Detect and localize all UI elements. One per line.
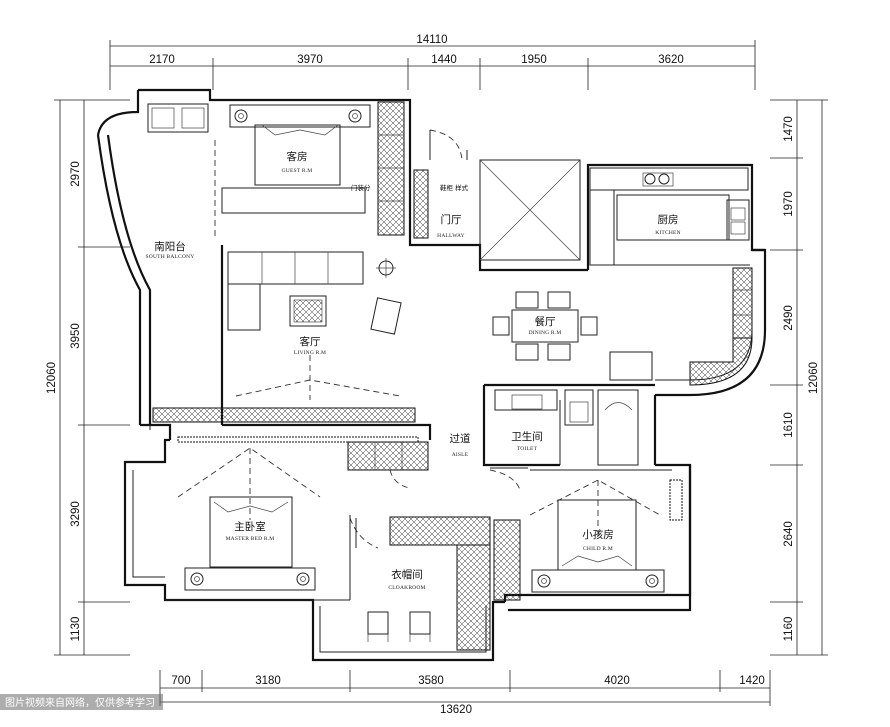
right-dimensions: 1470 1970 2490 1610 2640 1160 12060 bbox=[770, 99, 828, 656]
doors bbox=[349, 129, 528, 549]
dim-top-5: 3620 bbox=[658, 54, 684, 66]
left-dimensions: 12060 2970 3950 3290 1130 bbox=[46, 99, 130, 656]
child-room-label-en: CHILD R.M bbox=[583, 546, 613, 552]
aisle-label-en: AISLE bbox=[452, 452, 469, 458]
guest-room-furniture bbox=[147, 103, 371, 214]
living-label: 客厅 bbox=[300, 335, 321, 348]
dim-top-3: 1440 bbox=[431, 54, 457, 66]
master-bed-label: 主卧室 bbox=[234, 520, 266, 533]
master-bedroom-furniture bbox=[165, 436, 419, 601]
cloakroom-label: 衣帽间 bbox=[391, 568, 423, 581]
dim-right-2: 1970 bbox=[783, 191, 795, 217]
dim-right-3: 2490 bbox=[783, 305, 795, 331]
dim-bottom-2: 3180 bbox=[255, 675, 281, 687]
cloakroom-label-en: CLOAKROOM bbox=[388, 585, 425, 591]
child-room-label: 小孩房 bbox=[582, 528, 614, 541]
aisle-label: 过道 bbox=[450, 432, 471, 445]
hallway-label: 门厅 bbox=[441, 213, 462, 226]
living-room-furniture bbox=[149, 140, 402, 430]
guest-room-label: 客房 bbox=[287, 150, 308, 163]
child-room-furniture bbox=[529, 469, 683, 593]
dining-label-en: DINING R.M bbox=[529, 330, 562, 336]
south-balcony-label: 南阳台 bbox=[154, 240, 186, 253]
dim-bottom-5: 1420 bbox=[739, 675, 765, 687]
dim-right-total: 12060 bbox=[808, 362, 820, 394]
dim-left-4: 1130 bbox=[70, 617, 82, 642]
dim-right-5: 2640 bbox=[783, 521, 795, 547]
dim-left-1: 2970 bbox=[70, 161, 82, 187]
room-labels: 客房 GUEST R.M 南阳台 SOUTH BALCONY 门厅 HALLWA… bbox=[146, 150, 681, 591]
hallway-label-en: HALLWAY bbox=[437, 233, 465, 239]
dim-bottom-4: 4020 bbox=[604, 675, 630, 687]
dim-left-3: 3290 bbox=[70, 501, 82, 527]
dim-right-1: 1470 bbox=[783, 116, 795, 142]
toilet-label: 卫生间 bbox=[511, 430, 543, 443]
dim-top-1: 2170 bbox=[149, 54, 175, 66]
dim-left-2: 3950 bbox=[70, 323, 82, 349]
top-dimensions: 14110 2170 3970 1440 1950 3620 bbox=[109, 34, 756, 90]
kitchen-furniture bbox=[589, 167, 750, 266]
toilet-fixtures bbox=[482, 383, 655, 467]
kitchen-label: 厨房 bbox=[658, 213, 679, 226]
dim-bottom-3: 3580 bbox=[418, 675, 444, 687]
partition-note: 门装分 bbox=[351, 183, 371, 192]
master-bed-label-en: MASTER BED R.M bbox=[226, 536, 275, 542]
dim-right-4: 1610 bbox=[783, 412, 795, 438]
shoe-cabinet-note: 鞋柜 样式 bbox=[440, 183, 469, 192]
south-balcony-label-en: SOUTH BALCONY bbox=[146, 254, 195, 260]
dim-left-total: 12060 bbox=[46, 362, 58, 394]
dim-top-total: 14110 bbox=[416, 34, 447, 46]
dim-right-6: 1160 bbox=[783, 617, 795, 642]
watermark: 图片视频来自网络，仅供参考学习 bbox=[0, 694, 163, 710]
dim-bottom-total: 13620 bbox=[440, 704, 472, 716]
cloakroom-furniture bbox=[367, 611, 431, 642]
guest-room-label-en: GUEST R.M bbox=[282, 168, 313, 174]
dim-top-2: 3970 bbox=[297, 54, 323, 66]
watermark-text: 图片视频来自网络，仅供参考学习 bbox=[5, 696, 155, 709]
hallway-cabinet bbox=[479, 159, 581, 261]
dining-label: 餐厅 bbox=[535, 315, 556, 328]
walls bbox=[96, 88, 767, 662]
dim-bottom-1: 700 bbox=[171, 675, 190, 687]
dining-table bbox=[492, 291, 653, 381]
dim-top-4: 1950 bbox=[521, 54, 547, 66]
bottom-dimensions: 700 3180 3580 4020 1420 13620 bbox=[159, 670, 771, 716]
living-label-en: LIVING R.M bbox=[294, 350, 326, 356]
kitchen-label-en: KITCHEN bbox=[655, 230, 681, 236]
hatched-cabinets bbox=[152, 101, 753, 651]
toilet-label-en: TOILET bbox=[517, 446, 538, 452]
